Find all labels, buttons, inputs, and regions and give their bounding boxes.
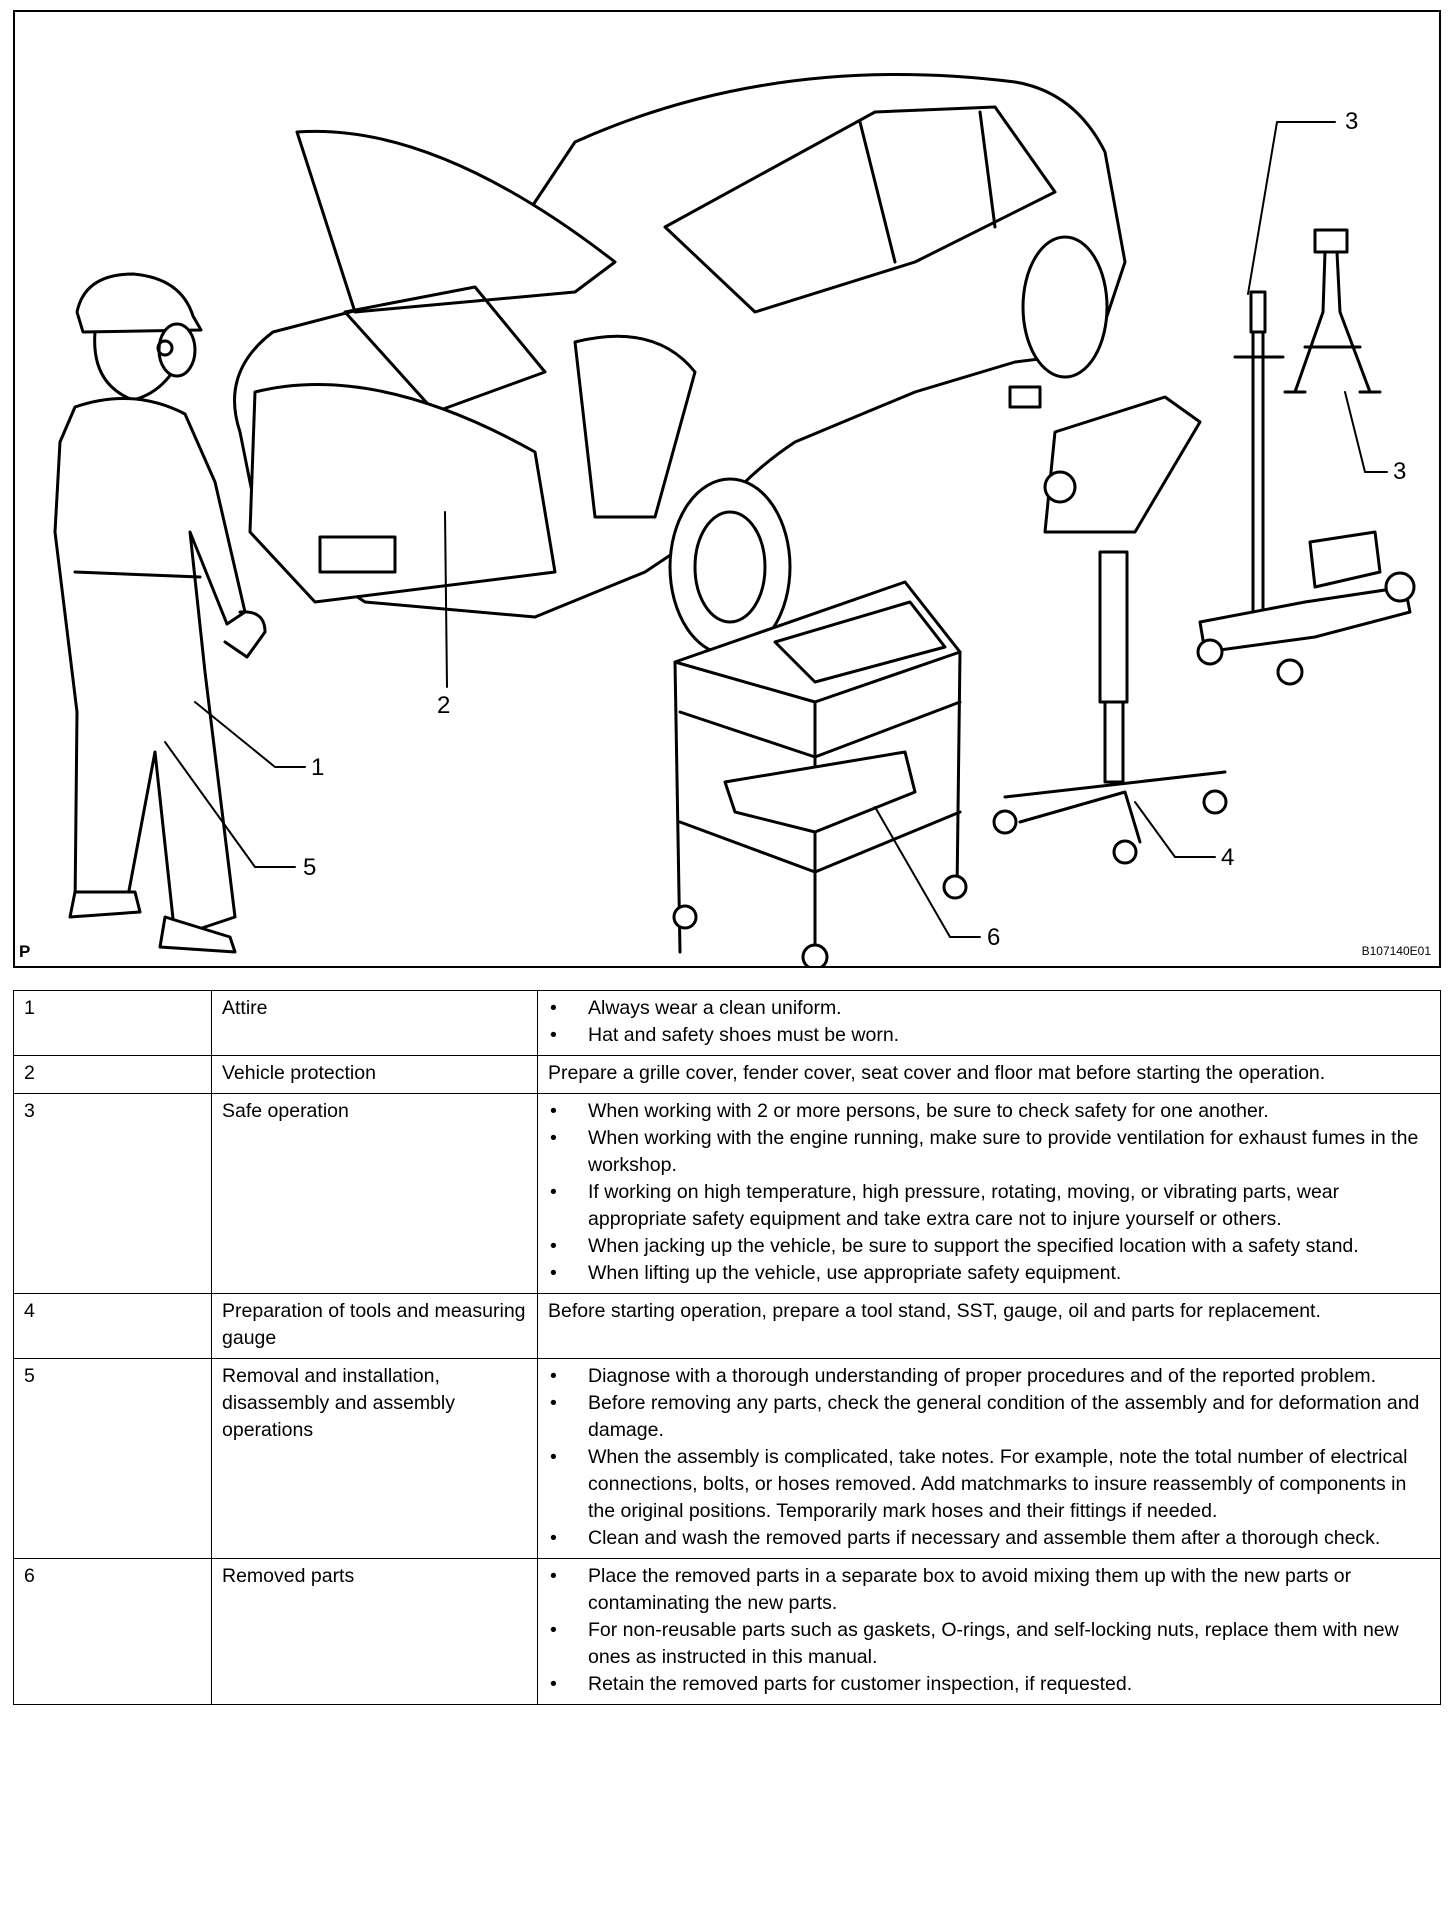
car-drawing bbox=[233, 73, 1127, 657]
bullet-list: Place the removed parts in a separate bo… bbox=[548, 1563, 1430, 1698]
table-row: 6 Removed parts Place the removed parts … bbox=[13, 1558, 1441, 1705]
row-details: Place the removed parts in a separate bo… bbox=[537, 1558, 1441, 1705]
callout-3-lower: 3 bbox=[1393, 458, 1407, 485]
table-row: 3 Safe operation When working with 2 or … bbox=[13, 1093, 1441, 1294]
list-item: Retain the removed parts for customer in… bbox=[548, 1671, 1430, 1698]
table-row: 4 Preparation of tools and measuring gau… bbox=[13, 1293, 1441, 1359]
row-details: Prepare a grille cover, fender cover, se… bbox=[537, 1055, 1441, 1094]
callout-5: 5 bbox=[303, 854, 317, 881]
list-item: Place the removed parts in a separate bo… bbox=[548, 1563, 1430, 1617]
row-number: 3 bbox=[13, 1093, 212, 1294]
callout-3-upper: 3 bbox=[1345, 108, 1359, 135]
row-item: Safe operation bbox=[211, 1093, 538, 1294]
bullet-list: When working with 2 or more persons, be … bbox=[548, 1098, 1430, 1287]
workshop-illustration bbox=[53, 73, 1416, 966]
row-item: Removed parts bbox=[211, 1558, 538, 1705]
callout-6: 6 bbox=[987, 924, 1001, 951]
jack-stand-drawing bbox=[1283, 228, 1382, 394]
list-item: When the assembly is complicated, take n… bbox=[548, 1444, 1430, 1525]
row-details: Always wear a clean uniform. Hat and saf… bbox=[537, 990, 1441, 1056]
table-row: 5 Removal and installation, disassembly … bbox=[13, 1358, 1441, 1559]
list-item: When working with 2 or more persons, be … bbox=[548, 1098, 1430, 1125]
list-item: Before removing any parts, check the gen… bbox=[548, 1390, 1430, 1444]
list-item: Clean and wash the removed parts if nece… bbox=[548, 1525, 1430, 1552]
row-number: 1 bbox=[13, 990, 212, 1056]
table-row: 1 Attire Always wear a clean uniform. Ha… bbox=[13, 990, 1441, 1056]
row-item: Attire bbox=[211, 990, 538, 1056]
list-item: Hat and safety shoes must be worn. bbox=[548, 1022, 1430, 1049]
corner-label: P bbox=[19, 942, 31, 961]
list-item: If working on high temperature, high pre… bbox=[548, 1179, 1430, 1233]
row-number: 5 bbox=[13, 1358, 212, 1559]
row-details: Diagnose with a thorough understanding o… bbox=[537, 1358, 1441, 1559]
row-item: Vehicle protection bbox=[211, 1055, 538, 1094]
callout-4: 4 bbox=[1221, 844, 1235, 871]
bullet-list: Diagnose with a thorough understanding o… bbox=[548, 1363, 1430, 1552]
callout-1: 1 bbox=[311, 754, 325, 781]
floor-jack-drawing bbox=[1196, 290, 1416, 686]
list-item: When jacking up the vehicle, be sure to … bbox=[548, 1233, 1430, 1260]
bullet-list: Always wear a clean uniform. Hat and saf… bbox=[548, 995, 1430, 1049]
list-item: Always wear a clean uniform. bbox=[548, 995, 1430, 1022]
list-item: For non-reusable parts such as gaskets, … bbox=[548, 1617, 1430, 1671]
tool-stand-drawing bbox=[992, 395, 1228, 865]
figure-code: B107140E01 bbox=[1361, 944, 1431, 958]
precaution-table: 1 Attire Always wear a clean uniform. Ha… bbox=[13, 990, 1441, 1705]
cart-drawing bbox=[672, 580, 968, 966]
row-details: Before starting operation, prepare a too… bbox=[537, 1293, 1441, 1359]
list-item: When working with the engine running, ma… bbox=[548, 1125, 1430, 1179]
callout-2: 2 bbox=[437, 692, 451, 719]
row-number: 4 bbox=[13, 1293, 212, 1359]
callout-leaders bbox=[164, 121, 1388, 938]
illustration-frame: 3 3 4 6 1 5 2 P B107140E01 bbox=[13, 10, 1441, 968]
row-item: Removal and installation, disassembly an… bbox=[211, 1358, 538, 1559]
technician-drawing bbox=[53, 272, 267, 954]
row-details: When working with 2 or more persons, be … bbox=[537, 1093, 1441, 1294]
row-number: 2 bbox=[13, 1055, 212, 1094]
row-number: 6 bbox=[13, 1558, 212, 1705]
table-row: 2 Vehicle protection Prepare a grille co… bbox=[13, 1055, 1441, 1094]
list-item: When lifting up the vehicle, use appropr… bbox=[548, 1260, 1430, 1287]
row-item: Preparation of tools and measuring gauge bbox=[211, 1293, 538, 1359]
list-item: Diagnose with a thorough understanding o… bbox=[548, 1363, 1430, 1390]
